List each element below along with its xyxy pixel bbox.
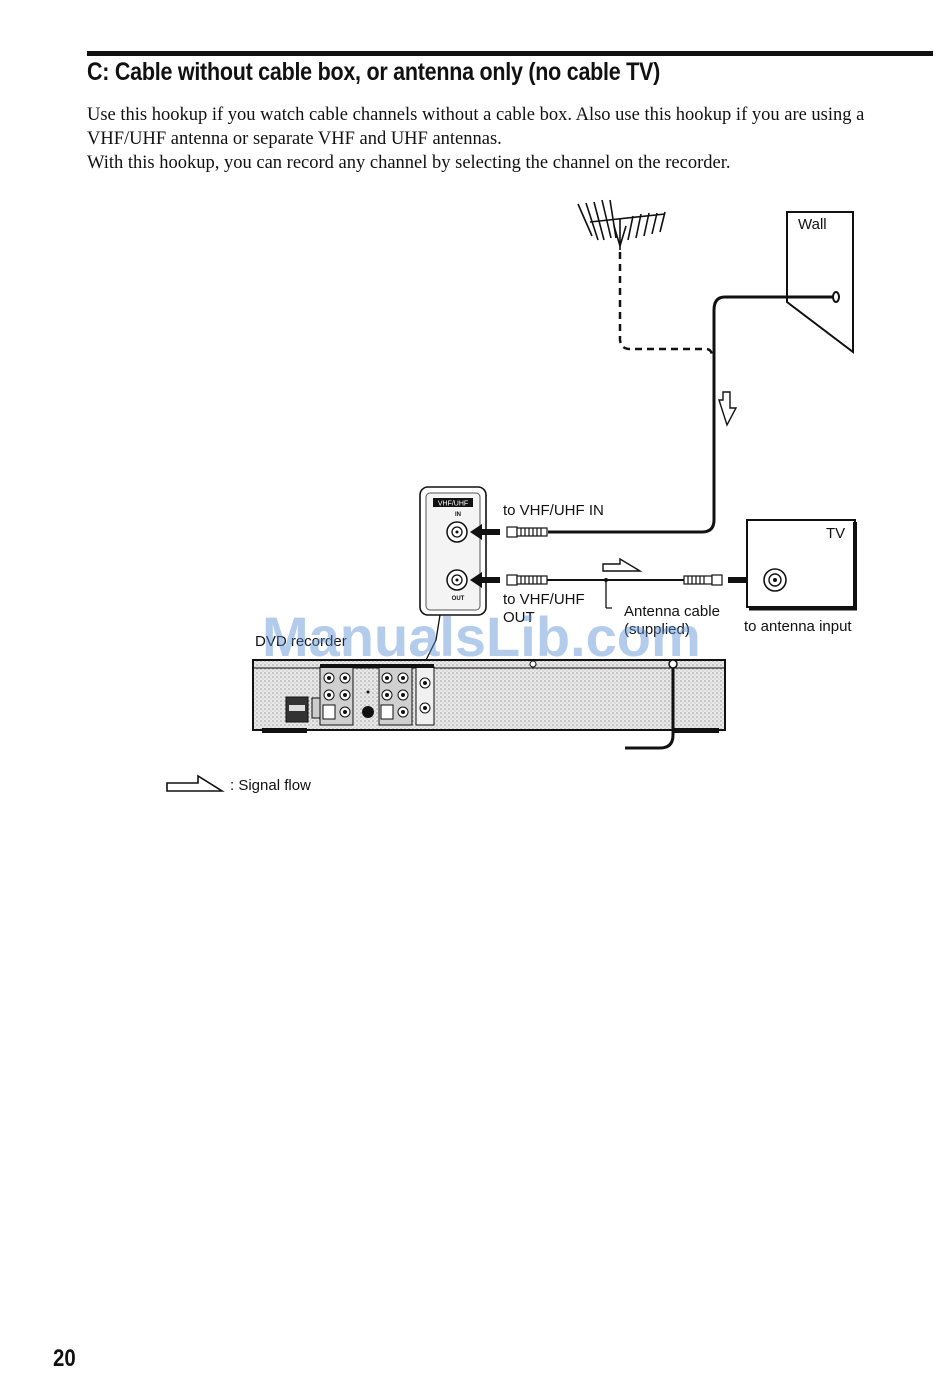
legend-label: : Signal flow (230, 777, 311, 794)
wall-cable (548, 295, 833, 534)
page-number: 20 (53, 1345, 76, 1372)
label-supplied: (supplied) (624, 621, 690, 638)
antenna-icon (577, 199, 666, 250)
signal-flow-legend-icon (166, 774, 225, 792)
antenna-lead (618, 252, 714, 357)
signal-flow-arrow-right (602, 557, 643, 572)
intro-text: Use this hookup if you watch cable chann… (87, 103, 937, 175)
plug-tv (683, 574, 723, 586)
label-antenna-cable: Antenna cable (624, 603, 720, 620)
signal-flow-arrow-down (718, 391, 738, 427)
vhf-uhf-panel: VHF/UHF IN OUT (419, 486, 487, 616)
panel-in-label: IN (455, 512, 461, 518)
plug-in (506, 526, 548, 538)
wall-label: Wall (798, 216, 827, 233)
power-cord (625, 664, 675, 750)
heading-rule (87, 51, 933, 56)
arrow-to-out (470, 572, 500, 588)
label-to-vhf-in: to VHF/UHF IN (503, 502, 604, 519)
tv-icon (746, 519, 857, 611)
tv-label: TV (826, 525, 845, 542)
plug-out (506, 574, 548, 586)
panel-out-label: OUT (452, 596, 465, 602)
panel-leader (423, 614, 441, 665)
intro-paragraph-1: Use this hookup if you watch cable chann… (87, 105, 865, 149)
cable-leader (605, 580, 612, 609)
watermark: ManualsLib.com (262, 605, 701, 668)
label-to-vhf-out-1: to VHF/UHF (503, 591, 585, 608)
label-dvd-recorder: DVD recorder (255, 633, 347, 650)
arrow-to-in (470, 524, 500, 540)
section-title: C: Cable without cable box, or antenna o… (87, 58, 661, 86)
label-to-vhf-out-2: OUT (503, 609, 535, 626)
intro-paragraph-2: With this hookup, you can record any cha… (87, 153, 731, 173)
panel-title: VHF/UHF (438, 501, 468, 508)
dvd-recorder-rear (252, 659, 726, 733)
label-to-antenna-input: to antenna input (744, 618, 852, 635)
wall-icon (786, 211, 854, 355)
